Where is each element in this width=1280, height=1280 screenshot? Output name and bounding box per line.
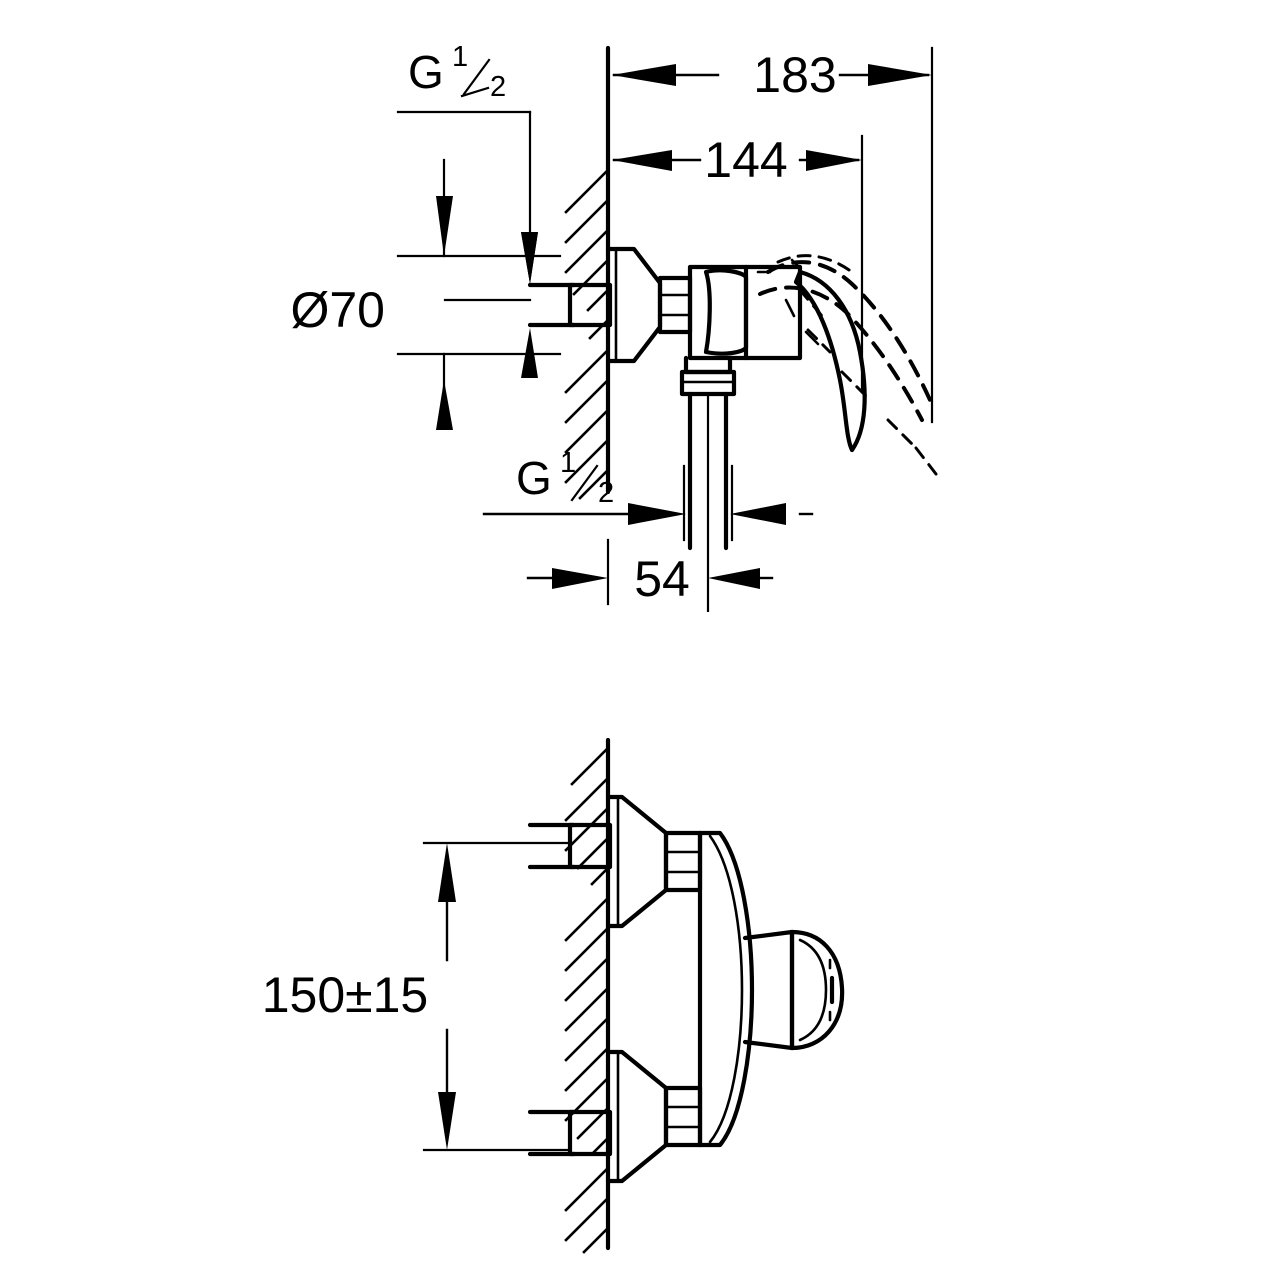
lower-hex-nut-bottom (663, 1085, 703, 1148)
dimension-d70: Ø70 (290, 230, 562, 430)
mixer-body-top (679, 264, 803, 397)
top-view-side-section: 183 144 G 1 2 (290, 41, 938, 612)
dimension-150-label: 150±15 (262, 967, 428, 1023)
lower-union-nut-bottom (527, 1109, 613, 1157)
hex-nut-top (657, 275, 693, 335)
extension-lines-top (860, 46, 934, 424)
dimension-d70-label: Ø70 (290, 282, 385, 338)
wall-symbol-bottom (564, 737, 611, 1254)
lever-handle-alternate-position-top (756, 254, 938, 476)
wall-hatching-top (564, 168, 610, 500)
upper-hex-nut-bottom (663, 830, 703, 893)
dimension-144: 144 (612, 132, 862, 188)
escutcheon-cone-top (605, 246, 663, 364)
thread-callout-numerator-outlet: 1 (560, 447, 576, 479)
thread-callout-g-symbol-outlet: G (516, 452, 552, 504)
thread-callout-denominator-outlet: 2 (598, 477, 614, 509)
dimension-183-label: 183 (753, 47, 836, 103)
thread-callout-outlet-top: G 1 2 (482, 447, 814, 542)
dimension-183: 183 (612, 47, 932, 103)
upper-escutcheon-cone-bottom (605, 794, 669, 929)
dimension-54-label: 54 (634, 551, 690, 607)
thread-callout-denominator-top: 2 (490, 71, 506, 103)
thread-callout-g-symbol-top: G (408, 46, 444, 98)
dimension-54: 54 (526, 538, 774, 607)
thread-callout-inlet-top: G 1 2 (396, 41, 538, 284)
inlet-union-nut-top (527, 282, 613, 328)
lower-escutcheon-cone-bottom (605, 1049, 669, 1184)
wall-symbol-top (564, 45, 611, 500)
lever-handle-bottom (742, 929, 845, 1051)
outlet-pipe-top (687, 391, 729, 612)
mixer-body-bottom (697, 830, 755, 1148)
dimension-150: 150±15 (262, 841, 572, 1152)
upper-union-nut-bottom (527, 822, 613, 870)
dimension-144-label: 144 (704, 132, 787, 188)
thread-callout-numerator-top: 1 (452, 41, 468, 73)
bottom-view-front-elevation: 150±15 (262, 737, 845, 1254)
